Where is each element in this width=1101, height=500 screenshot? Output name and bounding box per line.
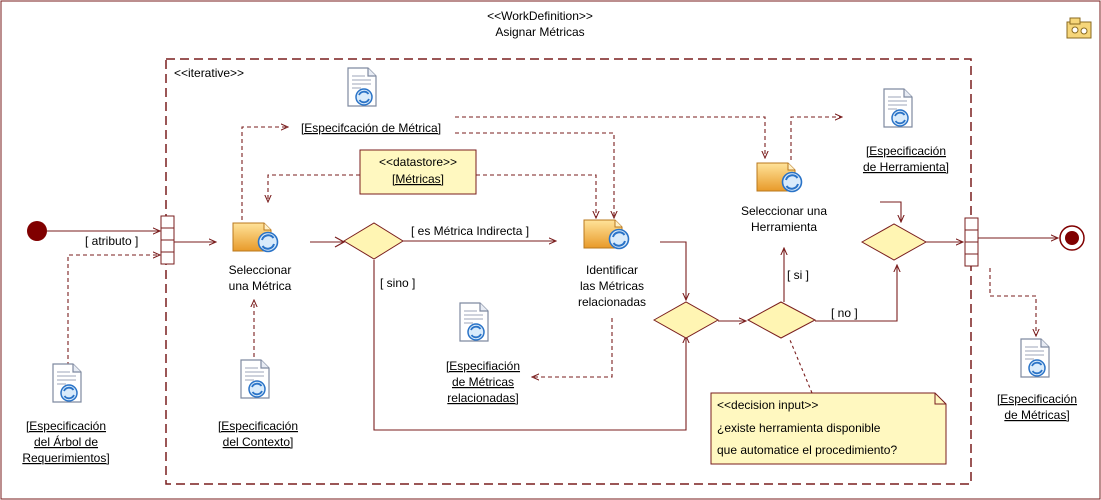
artifact-label-line: relacionadas] xyxy=(447,391,518,405)
flow-sino xyxy=(373,260,686,431)
artifact-especificacion-arbol[interactable]: [Especificación del Árbol de Requerimien… xyxy=(22,363,110,465)
document-icon xyxy=(347,67,377,107)
activity-seleccionar-herramienta[interactable]: Seleccionar una Herramienta xyxy=(741,162,827,234)
activity-label-line: las Métricas xyxy=(580,279,644,293)
activity-label-line: Identificar xyxy=(586,263,638,277)
document-icon xyxy=(459,302,489,342)
objflow-metrica-out xyxy=(241,127,288,220)
datastore-name: [Métricas] xyxy=(392,172,444,186)
activity-label-line: Herramienta xyxy=(751,220,817,234)
artifact-label-line: de Métricas xyxy=(452,375,514,389)
activity-seleccionar-metrica[interactable]: Seleccionar una Métrica xyxy=(229,222,292,293)
output-expansion-node xyxy=(964,217,979,267)
flow-tool-to-merge xyxy=(880,201,901,222)
objflow-identify-to-related xyxy=(532,318,613,377)
datastore-metricas[interactable]: <<datastore>> [Métricas] xyxy=(359,149,477,195)
diagram-view-icon[interactable] xyxy=(1066,17,1092,39)
objflow-tool-to-herramienta xyxy=(790,117,842,160)
activity-label-line: Seleccionar una xyxy=(741,204,827,218)
artifact-especificacion-contexto[interactable]: [Especificación del Contexto] xyxy=(218,359,298,449)
artifact-label-line: de Herramienta] xyxy=(863,160,949,174)
activity-label-line: una Métrica xyxy=(229,279,292,293)
artifact-label-line: [Especificación xyxy=(997,392,1077,406)
artifact-label-line: del Árbol de xyxy=(34,434,98,449)
datastore-stereotype: <<datastore>> xyxy=(379,155,457,169)
decision-metric-type[interactable] xyxy=(343,222,404,260)
artifact-label-line: [Especifiación xyxy=(446,359,520,373)
artifact-label-line: [Especificación xyxy=(218,419,298,433)
document-icon xyxy=(52,363,82,403)
input-expansion-node xyxy=(160,215,175,265)
document-icon xyxy=(883,88,913,128)
guard-no: [ no ] xyxy=(831,306,858,320)
artifact-label-line: de Métricas] xyxy=(1004,408,1069,422)
artifact-label-line: [Especifcación de Métrica] xyxy=(301,121,441,135)
artifact-especificacion-metricas-out[interactable]: [Especificación de Métricas] xyxy=(997,338,1077,422)
activity-identificar-metricas[interactable]: Identificar las Métricas relacionadas xyxy=(578,219,646,309)
objflow-metrica-to-tool xyxy=(455,116,765,158)
workdefinition-stereotype: <<WorkDefinition>> xyxy=(487,9,593,23)
note-line: que automatice el procedimiento? xyxy=(717,443,897,457)
note-line: ¿existe herramienta disponible xyxy=(717,421,881,435)
guard-atributo: [ atributo ] xyxy=(85,234,138,248)
activity-label-line: Seleccionar xyxy=(229,263,292,277)
decision-tool-exists[interactable] xyxy=(746,301,817,339)
iterative-label: <<iterative>> xyxy=(174,66,244,80)
guard-sino: [ sino ] xyxy=(380,276,415,290)
note-stereotype: <<decision input>> xyxy=(717,398,818,412)
merge-node-1[interactable] xyxy=(652,301,720,339)
guard-si: [ si ] xyxy=(787,268,809,282)
objflow-metrica-to-identify-a xyxy=(455,132,614,218)
flow-identify-to-merge xyxy=(660,241,686,300)
artifact-especificacion-herramienta[interactable]: [Especificación de Herramienta] xyxy=(863,88,949,174)
diagram-title: Asignar Métricas xyxy=(495,25,584,39)
guard-es-metrica-indirecta: [ es Métrica Indirecta ] xyxy=(411,224,529,238)
initial-node[interactable] xyxy=(27,221,47,241)
artifact-label-line: [Especificación xyxy=(26,419,106,433)
artifact-label-line: Requerimientos] xyxy=(22,451,109,465)
artifact-label-line: [Especificación xyxy=(866,144,946,158)
merge-node-2[interactable] xyxy=(860,223,928,261)
artifact-metricas-relacionadas[interactable]: [Especifiación de Métricas relacionadas] xyxy=(446,302,520,405)
final-node[interactable] xyxy=(1059,225,1085,251)
activity-label-line: relacionadas xyxy=(578,295,646,309)
artifact-especificacion-metrica[interactable]: [Especifcación de Métrica] xyxy=(301,67,441,135)
artifact-label-line: del Contexto] xyxy=(223,435,294,449)
flow-no xyxy=(815,265,897,322)
objflow-datastore-to-identify xyxy=(476,174,596,218)
objflow-datastore-to-select xyxy=(268,174,360,202)
decision-input-note[interactable]: <<decision input>> ¿existe herramienta d… xyxy=(710,392,947,465)
document-icon xyxy=(1020,338,1050,378)
objflow-output-to-metricas xyxy=(989,268,1036,336)
iterative-region xyxy=(165,58,972,485)
document-icon xyxy=(240,359,270,399)
